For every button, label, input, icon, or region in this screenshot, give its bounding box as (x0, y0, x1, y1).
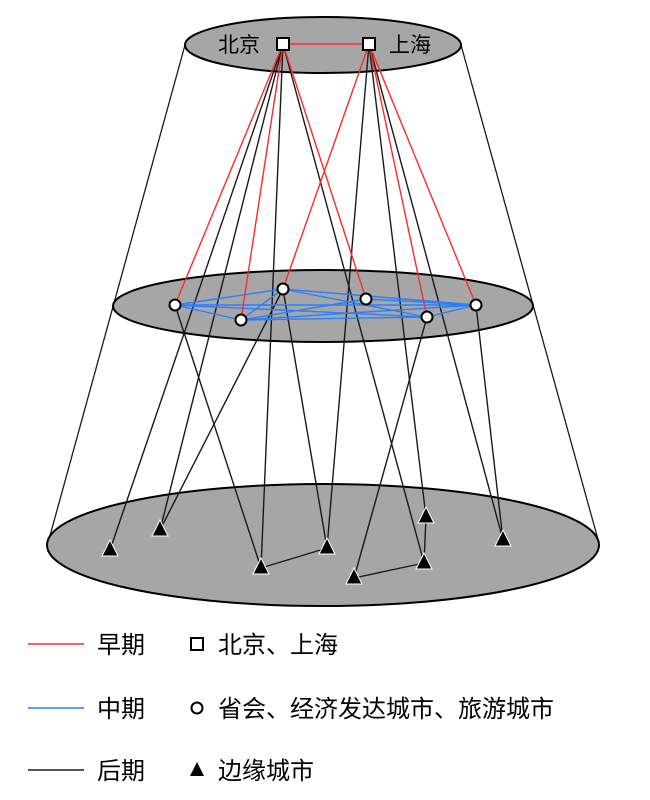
middle-edges (174, 288, 477, 321)
square-node-SH (362, 37, 376, 51)
early-edge-SH-F (368, 43, 477, 306)
triangle-node-T2 (151, 518, 169, 537)
triangle-node-T3 (252, 556, 270, 575)
middle-edge-B-E (240, 316, 428, 321)
late-edge-SH-T4 (326, 43, 370, 549)
triangle-node-T4 (318, 536, 336, 555)
legend-item-middle: 中期 省会、经济发达城市、旅游城市 (28, 695, 554, 723)
legend-early-desc: 北京、上海 (218, 631, 338, 659)
circle-node-E (420, 310, 434, 324)
triangle-node-T5 (345, 566, 363, 585)
beijing-label: 北京 (218, 33, 260, 57)
late-edge-SH-T8 (368, 43, 504, 541)
circle-node-A (168, 298, 182, 312)
late-edge-BJ-T3 (260, 43, 284, 569)
early-edge-BJ-A (174, 43, 284, 306)
early-edge-SH-E (368, 43, 428, 318)
top-layer-disk (184, 16, 462, 74)
middle-edge-C-F (282, 288, 477, 306)
early-edge-BJ-B (240, 43, 284, 321)
legend-item-early: 早期 北京、上海 (28, 631, 338, 659)
late-edge-SH-T7 (368, 43, 427, 518)
triangle-node-T1 (101, 538, 119, 557)
middle-edge-B-C (240, 288, 284, 321)
shanghai-label: 上海 (389, 33, 431, 57)
early-edge-SH-C (282, 43, 370, 290)
legend-early-label: 早期 (97, 631, 145, 659)
nodes (101, 37, 512, 585)
circle-node-B (234, 313, 248, 327)
legend-middle-desc: 省会、经济发达城市、旅游城市 (218, 695, 554, 723)
late-edge-C-T4 (282, 288, 328, 549)
middle-edge-A-B (174, 304, 242, 321)
middle-edge-A-E (174, 304, 428, 318)
middle-edge-C-E (282, 288, 428, 318)
late-edge-BJ-T1 (109, 43, 284, 551)
late-edge-BJ-T2 (159, 43, 284, 531)
triangle-node-T6 (415, 551, 433, 570)
late-edge-E-T5 (353, 316, 428, 579)
late-edge-BJ-T6 (282, 43, 425, 564)
late-edge-F-T8 (475, 304, 504, 541)
circle-node-D (359, 292, 373, 306)
legend-late-desc: 边缘城市 (218, 757, 314, 785)
middle-edge-B-F (240, 304, 477, 321)
triangle-node-T8 (494, 528, 512, 547)
legend-late-label: 后期 (97, 757, 145, 785)
cone-left-edge (47, 44, 186, 544)
early-edges (174, 43, 477, 321)
middle-edge-B-D (240, 298, 367, 321)
square-marker-icon (190, 637, 204, 651)
middle-edge-E-F (426, 304, 477, 318)
middle-edge-A-C (174, 288, 284, 306)
middle-edge-D-F (365, 298, 477, 306)
triangle-node-T7 (417, 505, 435, 524)
legend: 早期 北京、上海 中期 省会、经济发达城市、旅游城市 后期 边缘城市 (28, 631, 554, 785)
cone-right-edge (460, 44, 600, 544)
circle-node-C (276, 282, 290, 296)
late-edge-A-T3 (174, 304, 262, 569)
legend-item-late: 后期 边缘城市 (28, 757, 314, 785)
legend-middle-label: 中期 (97, 695, 145, 723)
square-node-BJ (276, 37, 290, 51)
late-edges (109, 43, 504, 579)
triangle-marker-icon (190, 762, 204, 776)
late-edge-T5-T6 (353, 562, 425, 579)
late-edge-T3-T4 (260, 547, 328, 569)
circle-marker-icon (190, 701, 204, 715)
circle-node-F (469, 298, 483, 312)
late-edge-C-T2 (159, 288, 284, 531)
